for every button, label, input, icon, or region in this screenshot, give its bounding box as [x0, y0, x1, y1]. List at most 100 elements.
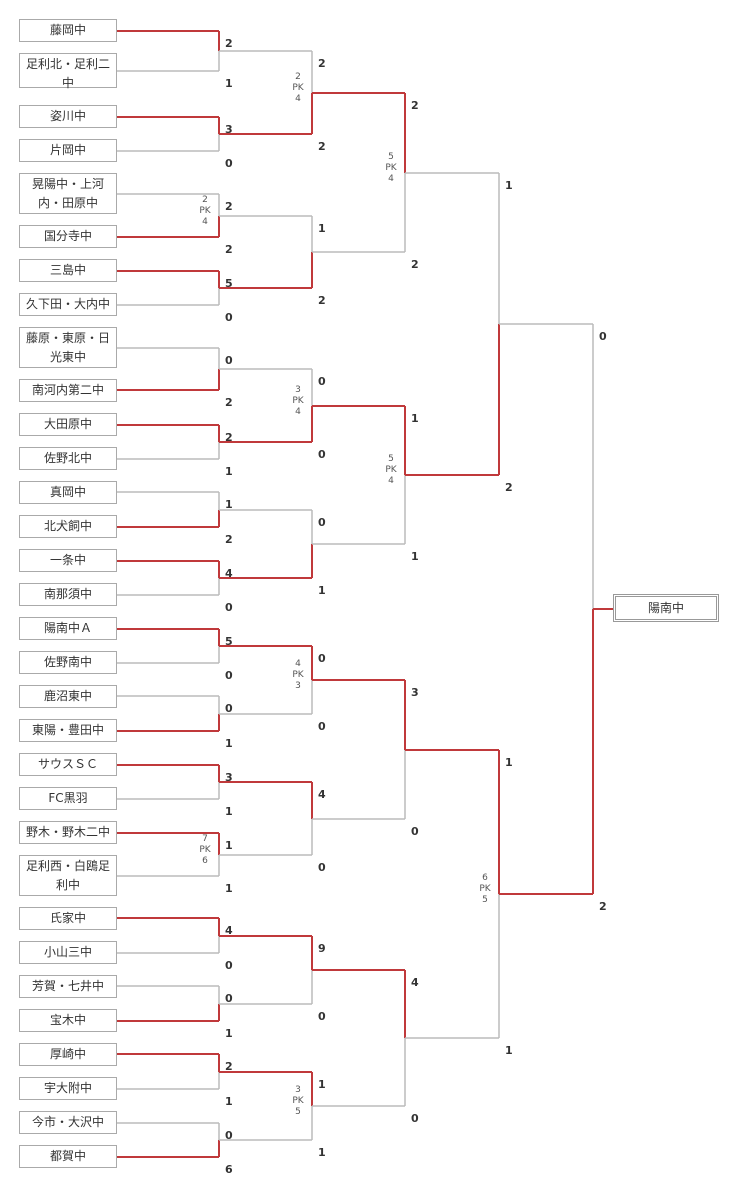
- score-label: 1: [225, 498, 233, 511]
- pk-label: PK: [385, 465, 397, 475]
- team-box: 三島中: [19, 259, 117, 282]
- pk-score: 5: [388, 454, 394, 464]
- pk-label: PK: [479, 884, 491, 894]
- team-box: 南河内第二中: [19, 379, 117, 402]
- score-label: 2: [225, 200, 233, 213]
- score-label: 1: [225, 882, 233, 895]
- score-label: 2: [411, 258, 419, 271]
- champion-name: 陽南中: [647, 601, 684, 615]
- score-label: 1: [225, 737, 233, 750]
- pk-score: 5: [482, 895, 488, 905]
- pk-score: 4: [295, 94, 301, 104]
- score-label: 0: [225, 157, 233, 170]
- score-label: 0: [225, 311, 233, 324]
- score-label: 0: [318, 652, 326, 665]
- team-box: 大田原中: [19, 413, 117, 436]
- pk-score: 3: [295, 681, 301, 691]
- score-label: 0: [318, 720, 326, 733]
- score-label: 4: [225, 924, 233, 937]
- team-box: 芳賀・七井中: [19, 975, 117, 998]
- team-box: 晃陽中・上河内・田原中: [19, 173, 117, 214]
- score-label: 1: [225, 77, 233, 90]
- score-label: 1: [225, 465, 233, 478]
- score-label: 0: [411, 825, 419, 838]
- score-label: 9: [318, 942, 326, 955]
- score-label: 0: [225, 959, 233, 972]
- team-box: 国分寺中: [19, 225, 117, 248]
- pk-score: 3: [295, 1085, 301, 1095]
- score-label: 0: [225, 992, 233, 1005]
- score-label: 1: [225, 839, 233, 852]
- team-box: 氏家中: [19, 907, 117, 930]
- score-label: 0: [225, 1129, 233, 1142]
- score-label: 0: [225, 354, 233, 367]
- team-box: 今市・大沢中: [19, 1111, 117, 1134]
- team-box: 足利西・白鴎足利中: [19, 855, 117, 896]
- score-label: 1: [318, 1146, 326, 1159]
- team-box: 佐野北中: [19, 447, 117, 470]
- team-box: 宝木中: [19, 1009, 117, 1032]
- score-label: 2: [225, 431, 233, 444]
- team-box: 東陽・豊田中: [19, 719, 117, 742]
- pk-score: 4: [295, 659, 301, 669]
- score-label: 3: [411, 686, 419, 699]
- score-label: 2: [318, 140, 326, 153]
- pk-score: 2: [202, 195, 208, 205]
- score-label: 0: [225, 669, 233, 682]
- score-label: 1: [411, 412, 419, 425]
- team-box: 一条中: [19, 549, 117, 572]
- pk-score: 6: [202, 856, 208, 866]
- score-label: 0: [411, 1112, 419, 1125]
- score-label: 5: [225, 277, 233, 290]
- pk-score: 4: [388, 174, 394, 184]
- team-box: FC黒羽: [19, 787, 117, 810]
- score-label: 6: [225, 1163, 233, 1176]
- pk-label: PK: [199, 206, 211, 216]
- score-label: 2: [505, 481, 513, 494]
- score-label: 1: [505, 1044, 513, 1057]
- team-box: サウスＳＣ: [19, 753, 117, 776]
- score-label: 0: [318, 448, 326, 461]
- pk-label: PK: [292, 1096, 304, 1106]
- score-label: 2: [225, 37, 233, 50]
- score-label: 2: [225, 243, 233, 256]
- pk-label: PK: [292, 396, 304, 406]
- team-box: 小山三中: [19, 941, 117, 964]
- score-label: 0: [225, 601, 233, 614]
- score-label: 2: [318, 57, 326, 70]
- score-label: 4: [411, 976, 419, 989]
- pk-label: PK: [199, 845, 211, 855]
- team-box: 陽南中Ａ: [19, 617, 117, 640]
- score-label: 2: [318, 294, 326, 307]
- pk-score: 4: [388, 476, 394, 486]
- score-label: 1: [318, 222, 326, 235]
- score-label: 4: [225, 567, 233, 580]
- pk-label: PK: [385, 163, 397, 173]
- score-label: 0: [318, 375, 326, 388]
- score-label: 0: [318, 861, 326, 874]
- score-label: 1: [225, 1095, 233, 1108]
- team-box: 北犬飼中: [19, 515, 117, 538]
- pk-score: 7: [202, 834, 208, 844]
- score-label: 1: [225, 805, 233, 818]
- score-label: 1: [411, 550, 419, 563]
- team-box: 宇大附中: [19, 1077, 117, 1100]
- score-label: 3: [225, 771, 233, 784]
- pk-score: 5: [295, 1107, 301, 1117]
- team-box: 足利北・足利二中: [19, 53, 117, 90]
- score-label: 0: [599, 330, 607, 343]
- team-box: 南那須中: [19, 583, 117, 606]
- score-label: 1: [505, 179, 513, 192]
- team-box: 久下田・大内中: [19, 293, 117, 316]
- team-box: 藤岡中: [19, 19, 117, 42]
- score-label: 2: [225, 396, 233, 409]
- score-label: 2: [225, 1060, 233, 1073]
- score-label: 1: [318, 584, 326, 597]
- pk-score: 5: [388, 152, 394, 162]
- score-label: 1: [505, 756, 513, 769]
- score-label: 4: [318, 788, 326, 801]
- score-label: 1: [318, 1078, 326, 1091]
- pk-label: PK: [292, 670, 304, 680]
